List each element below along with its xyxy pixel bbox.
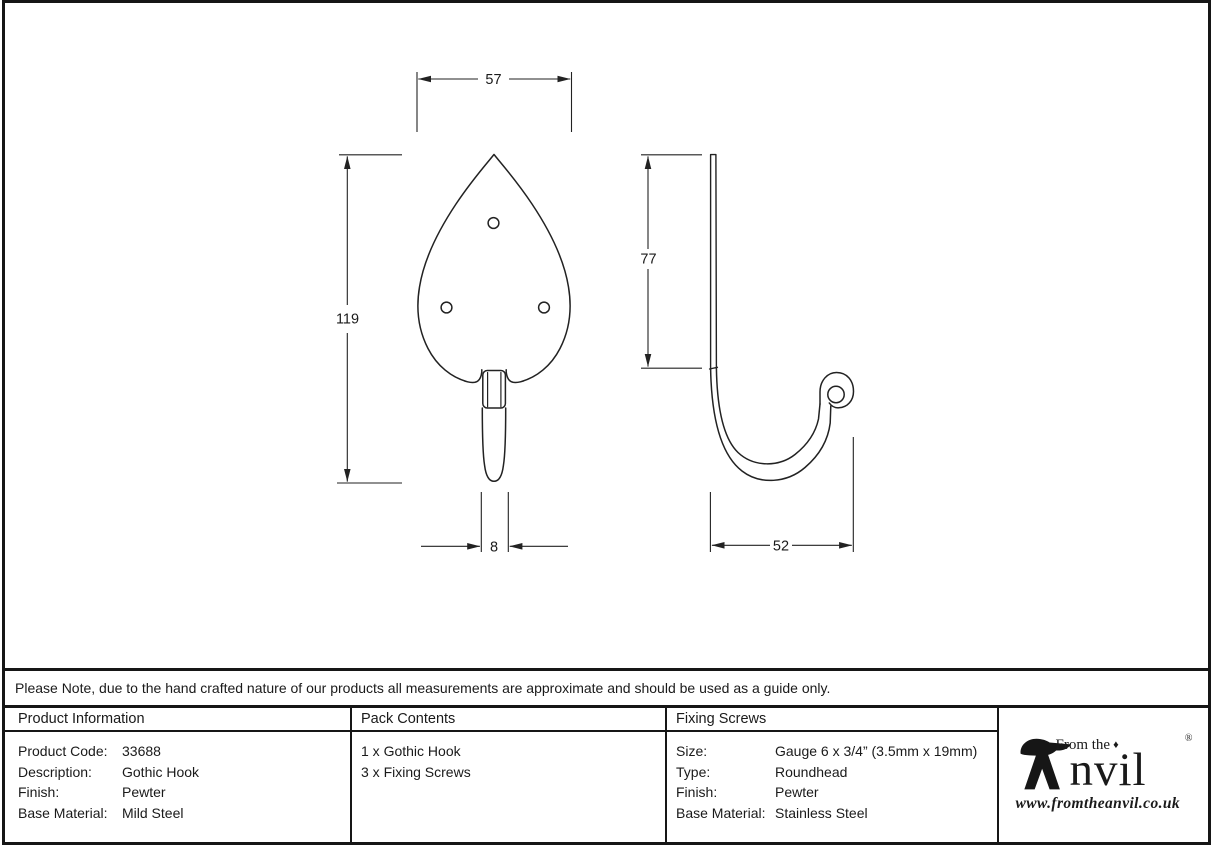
table-row: Product Code: 33688 [5, 741, 350, 762]
screw-hole-right [537, 301, 551, 314]
dim-hook-depth-label: 52 [773, 538, 789, 554]
hook-outer-curve [709, 367, 832, 482]
from-the-anvil-logo: From the♦ nvil ® www.fromtheanvil.co.uk [1015, 733, 1193, 817]
logo-brand-text: nvil [1069, 744, 1147, 796]
row-label: Finish: [18, 784, 60, 800]
product-information-body: Product Code: 33688 Description: Gothic … [5, 732, 350, 823]
product-information-column: Product Information Product Code: 33688 … [5, 708, 352, 842]
hook-stem-front [481, 407, 507, 483]
brand-logo-cell: From the♦ nvil ® www.fromtheanvil.co.uk [999, 708, 1208, 842]
screw-hole-left [440, 301, 453, 314]
row-label: Size: [676, 743, 708, 759]
dim-hook-depth: 52 [709, 437, 854, 554]
table-row: Size: Gauge 6 x 3/4” (3.5mm x 19mm) [667, 741, 997, 762]
row-label: Finish: [676, 784, 718, 800]
dimensions: 57 119 8 [336, 72, 854, 555]
row-value: Pewter [122, 784, 166, 800]
logo-diamond-icon: ♦ [1113, 739, 1119, 751]
gothic-hook-drawing: 57 119 8 [336, 72, 855, 555]
hook-inner-curve [715, 367, 821, 465]
row-value: Mild Steel [122, 804, 184, 821]
dim-front-width-label: 57 [485, 72, 501, 88]
dim-stem-width-label: 8 [490, 539, 498, 555]
table-row: Type: Roundhead [667, 762, 997, 783]
side-view [708, 153, 855, 482]
hook-collar [482, 369, 507, 409]
measurement-note-row: Please Note, due to the hand crafted nat… [5, 668, 1208, 705]
product-information-header: Product Information [5, 708, 350, 732]
measurement-note-text: Please Note, due to the hand crafted nat… [15, 680, 831, 696]
plate-edge-profile [708, 153, 719, 370]
logo-from-the: From the♦ [1055, 737, 1119, 753]
front-view [417, 153, 571, 483]
pack-contents-column: Pack Contents 1 x Gothic Hook 3 x Fixing… [352, 708, 667, 842]
hook-curl [819, 371, 855, 409]
list-item: 1 x Gothic Hook [361, 743, 461, 759]
dim-stem-width: 8 [421, 492, 568, 555]
pack-contents-body: 1 x Gothic Hook 3 x Fixing Screws [352, 732, 665, 782]
row-label: Base Material: [676, 804, 766, 821]
leaf-plate-outline [417, 153, 571, 384]
row-value: Pewter [775, 784, 819, 800]
row-value: Roundhead [775, 763, 848, 780]
row-label: Base Material: [18, 804, 108, 821]
technical-drawing-area: 57 119 8 [5, 3, 1208, 668]
row-value: Gauge 6 x 3/4” (3.5mm x 19mm) [775, 743, 978, 759]
dim-front-width: 57 [416, 72, 573, 132]
fixing-screws-column: Fixing Screws Size: Gauge 6 x 3/4” (3.5m… [667, 708, 999, 842]
pack-contents-header: Pack Contents [352, 708, 665, 732]
dim-front-height: 119 [336, 154, 402, 484]
logo-website-url: www.fromtheanvil.co.uk [1015, 795, 1181, 812]
table-row: Description: Gothic Hook [5, 762, 350, 783]
row-label: Type: [676, 763, 711, 780]
list-item: 3 x Fixing Screws [361, 763, 471, 780]
row-value: Gothic Hook [122, 763, 200, 780]
anvil-logo-icon [1020, 738, 1071, 790]
registered-trademark-icon: ® [1184, 733, 1193, 744]
hook-collar-inner-lines [487, 371, 502, 408]
fixing-screws-body: Size: Gauge 6 x 3/4” (3.5mm x 19mm) Type… [667, 732, 997, 823]
table-row: Base Material: Mild Steel [5, 803, 350, 824]
row-label: Description: [18, 763, 92, 780]
row-value: Stainless Steel [775, 804, 868, 821]
dim-side-plate-height: 77 [640, 154, 702, 369]
table-row: Finish: Pewter [667, 782, 997, 803]
fixing-screws-header: Fixing Screws [667, 708, 997, 732]
product-info-table: Product Information Product Code: 33688 … [5, 705, 1208, 842]
screw-hole-top [487, 216, 500, 230]
dim-side-plate-height-label: 77 [640, 252, 656, 268]
table-row: Base Material: Stainless Steel [667, 803, 997, 824]
hook-curl-eye [827, 385, 845, 404]
table-row: Finish: Pewter [5, 782, 350, 803]
dim-front-height-label: 119 [336, 312, 359, 328]
row-label: Product Code: [18, 743, 108, 759]
row-value: 33688 [122, 743, 161, 759]
